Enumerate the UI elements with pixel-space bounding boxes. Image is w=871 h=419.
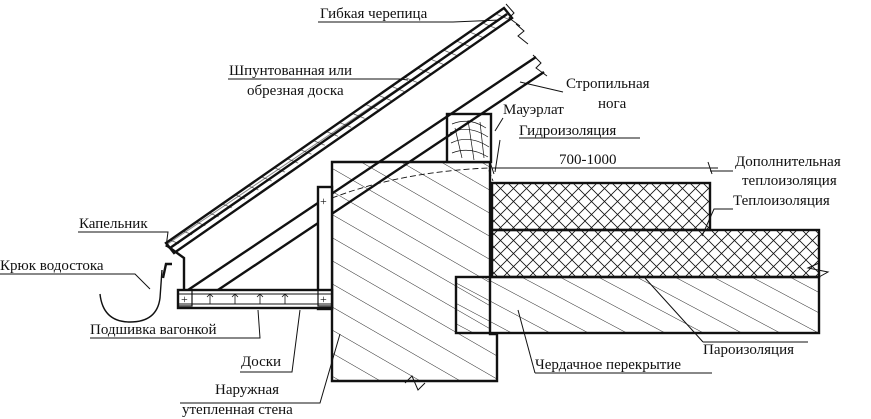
soffit-nails — [206, 293, 289, 304]
label-wall-line1: Наружная — [215, 382, 279, 398]
label-wall-line2: утепленная стена — [182, 402, 293, 418]
drip-edge — [165, 244, 186, 290]
label-drip-edge: Капельник — [79, 216, 148, 232]
label-extra-insulation-line1: Дополнительная — [735, 154, 841, 170]
label-vapor-barrier: Пароизоляция — [703, 342, 794, 358]
attic-floor-slab — [454, 275, 821, 335]
label-attic-floor: Чердачное перекрытие — [535, 357, 681, 373]
rafter-lower-edge — [196, 71, 545, 305]
dimension-label: 700-1000 — [559, 152, 617, 168]
svg-text:+: + — [181, 292, 188, 306]
label-mauerlat: Мауэрлат — [503, 102, 564, 118]
label-rafter-line1: Стропильная — [566, 76, 650, 92]
label-planks: Доски — [241, 354, 281, 370]
insulation-layer — [490, 228, 821, 279]
waterproofing-membrane — [331, 167, 494, 199]
gutter-hook — [99, 269, 163, 323]
plus-mark: + — [320, 194, 327, 208]
label-boards-line2: обрезная доска — [247, 83, 344, 99]
label-rafter-line2: нога — [598, 96, 627, 112]
svg-text:+: + — [320, 292, 327, 306]
label-insulation: Теплоизоляция — [733, 193, 830, 209]
label-gutter-hook: Крюк водостока — [0, 258, 104, 274]
additional-insulation-layer — [490, 181, 712, 232]
label-shingles: Гибкая черепица — [320, 6, 428, 22]
label-boards-line1: Шпунтованная или — [229, 63, 352, 79]
label-soffit: Подшивка вагонкой — [90, 322, 217, 338]
soffit-frame — [176, 288, 334, 310]
external-wall — [330, 160, 499, 383]
leader-lines — [0, 19, 808, 404]
rafter-upper-edge — [184, 56, 537, 293]
label-extra-insulation-line2: теплоизоляция — [742, 173, 837, 189]
label-waterproofing: Гидроизоляция — [519, 123, 616, 139]
